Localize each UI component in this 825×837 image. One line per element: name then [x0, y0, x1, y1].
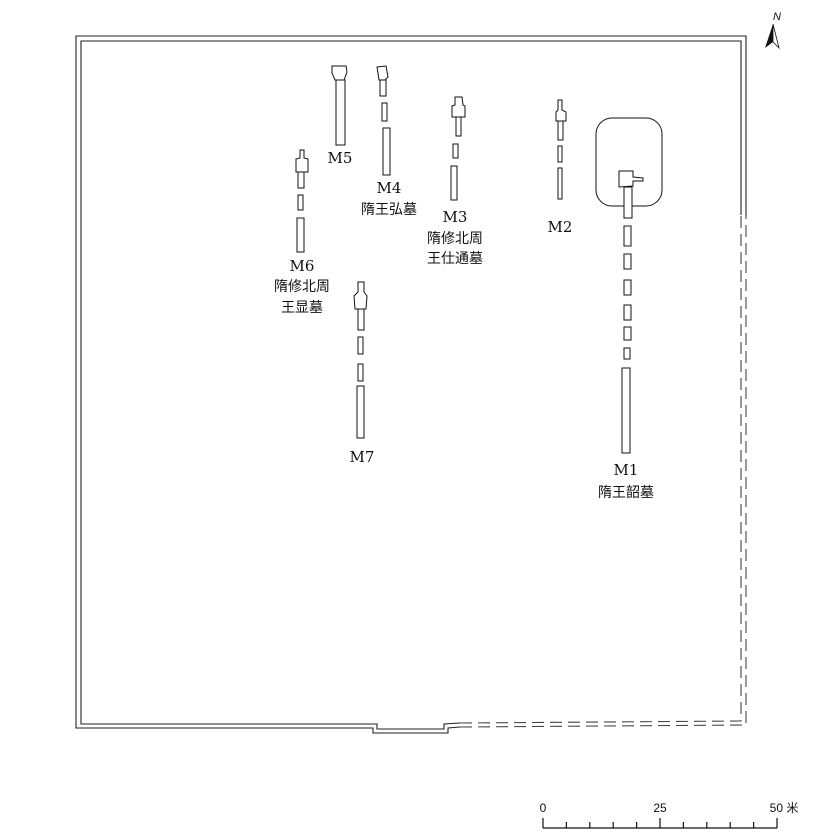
scale-bar: 0 25 50 米 — [540, 801, 799, 829]
north-arrow: N — [765, 11, 781, 50]
tomb-m4: M4 隋王弘墓 — [361, 65, 417, 218]
tomb-label-m4: M4 — [377, 179, 402, 197]
tomb-label-m6: M6 — [290, 257, 315, 275]
tomb-name-m3-line1: 隋修北周 — [427, 231, 483, 247]
tomb-m2: M2 — [548, 99, 573, 236]
tomb-label-m7: M7 — [350, 448, 375, 466]
tomb-label-m3: M3 — [443, 208, 468, 226]
enclosure-wall — [75, 35, 747, 734]
tomb-label-m5: M5 — [328, 149, 353, 167]
tomb-label-m1: M1 — [614, 461, 639, 479]
tomb-name-m1: 隋王韶墓 — [598, 485, 654, 501]
tomb-m1: M1 隋王韶墓 — [595, 117, 663, 501]
tomb-m5: M5 — [328, 65, 353, 167]
scale-label-0: 0 — [540, 801, 547, 815]
tomb-name-m6-line1: 隋修北周 — [274, 279, 330, 295]
tomb-name-m3-line2: 王仕通墓 — [427, 251, 483, 267]
tomb-name-m6-line2: 王显墓 — [281, 300, 323, 316]
tomb-m6: M6 隋修北周 王显墓 — [274, 149, 330, 316]
tomb-label-m2: M2 — [548, 218, 573, 236]
scale-label-50: 50 米 — [770, 801, 799, 815]
north-label: N — [773, 11, 781, 23]
scale-label-25: 25 — [653, 801, 667, 815]
tomb-name-m4: 隋王弘墓 — [361, 202, 417, 218]
tomb-m3: M3 隋修北周 王仕通墓 — [427, 96, 483, 267]
tomb-m7: M7 — [350, 281, 375, 466]
